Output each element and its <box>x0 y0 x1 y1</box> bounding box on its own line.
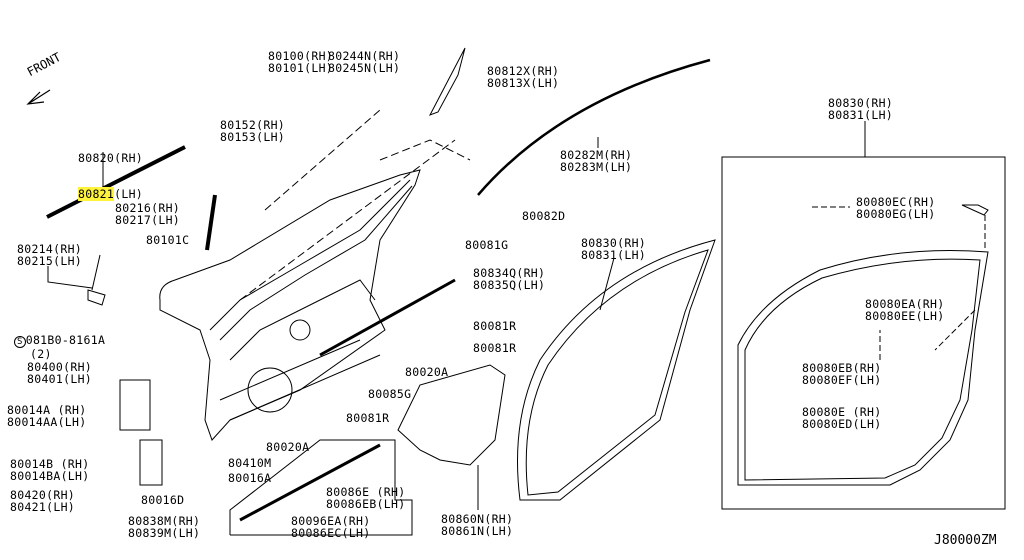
detail-box <box>721 156 1006 510</box>
label-80020a-2: 80020A <box>266 440 310 454</box>
label-80016d: 80016D <box>141 493 185 507</box>
label-80020a-1: 80020A <box>405 365 449 379</box>
label-80152: 80152(RH)80153(LH) <box>220 118 286 144</box>
label-80080ea: 80080EA(RH)80080EE(LH) <box>865 297 945 323</box>
label-80082d: 80082D <box>522 209 566 223</box>
diagram-code: J80000ZM <box>934 533 997 548</box>
label-80282m: 80282M(RH)80283M(LH) <box>560 148 633 174</box>
label-80812x: 80812X(RH)80813X(LH) <box>487 64 560 90</box>
label-80014a: 80014A (RH)80014AA(LH) <box>7 403 87 429</box>
label-80216: 80216(RH)80217(LH) <box>115 201 181 227</box>
label-80081g: 80081G <box>465 238 509 252</box>
label-80400: 80400(RH)80401(LH) <box>27 360 93 386</box>
label-80834q: 80834Q(RH)80835Q(LH) <box>473 266 546 292</box>
label-80820: 80820(RH) 80821(LH) <box>78 151 144 201</box>
label-80860n: 80860N(RH)80861N(LH) <box>441 512 514 538</box>
label-80096ea: 80096EA(RH)80086EC(LH) <box>291 514 371 540</box>
label-80016a: 80016A <box>228 471 272 485</box>
label-80214: 80214(RH)80215(LH) <box>17 242 83 268</box>
label-80081r-1: 80081R <box>473 319 517 333</box>
standard-part-s-icon: S <box>14 336 26 348</box>
label-80080e: 80080E (RH)80080ED(LH) <box>802 405 882 431</box>
label-80080ec: 80080EC(RH)80080EG(LH) <box>856 195 936 221</box>
door-frame <box>159 169 421 441</box>
label-80085g: 80085G <box>368 387 412 401</box>
label-80014b: 80014B (RH)80014BA(LH) <box>10 457 90 483</box>
front-arrow-icon <box>26 89 51 105</box>
label-80086e: 80086E (RH)80086EB(LH) <box>326 485 406 511</box>
label-80100: 80100(RH)80101(LH) <box>268 49 334 75</box>
label-80101c: 80101C <box>146 233 190 247</box>
highlighted-part-number[interactable]: 80821 <box>78 187 115 201</box>
label-80244n: 80244N(RH)80245N(LH) <box>328 49 401 75</box>
label-80081r-3: 80081R <box>346 411 390 425</box>
label-80420: 80420(RH)80421(LH) <box>10 488 76 514</box>
label-80830-center: 80830(RH)80831(LH) <box>581 236 647 262</box>
outer-moulding-strip <box>46 145 186 219</box>
label-80830-box: 80830(RH)80831(LH) <box>828 96 894 122</box>
label-80838m: 80838M(RH)80839M(LH) <box>128 514 201 540</box>
label-80410m: 80410M <box>228 456 272 470</box>
label-80080eb: 80080EB(RH)80080EF(LH) <box>802 361 882 387</box>
label-80081r-2: 80081R <box>473 341 517 355</box>
